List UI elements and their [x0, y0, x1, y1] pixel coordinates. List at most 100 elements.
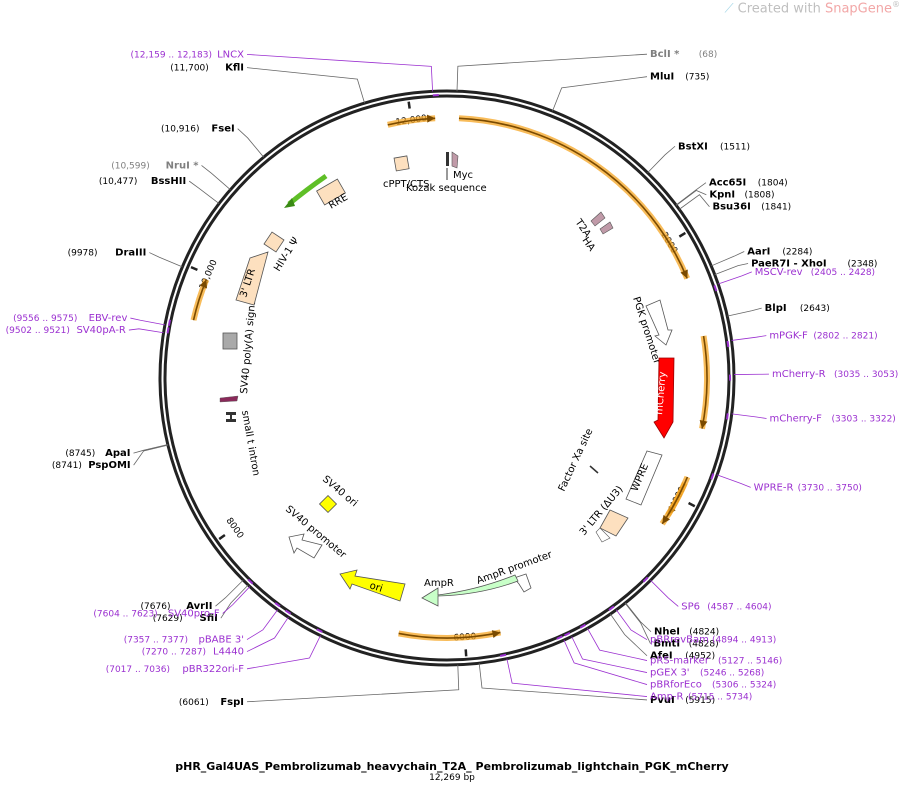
tick-4000: [687, 501, 696, 508]
orf-line-6: [398, 631, 501, 639]
primer-amp-r-name: Amp-R: [650, 692, 684, 703]
enzyme-fsei-position: (10,916): [161, 125, 200, 135]
enzyme-apai-position: (8745): [65, 449, 95, 459]
primer-sv40pro-f-leader: [222, 586, 251, 614]
primer-pbabe-3-arrow: [274, 602, 281, 608]
primer-sv40pro-f-arrow: [247, 578, 254, 585]
enzyme-pspomi-leader: [133, 444, 169, 466]
sv40-polya-label: SV40 poly(A) signal: [239, 296, 258, 394]
enzyme-kpni-position: (1808): [745, 191, 775, 201]
primer-mpgk-f-name: mPGK-F: [769, 331, 808, 342]
enzyme-aari-leader: [711, 251, 745, 267]
ori-arrow: [339, 569, 406, 602]
hiv1-psi-box: [263, 231, 285, 253]
enzyme-acc65i-name: Acc65I: [709, 178, 746, 189]
primer-sites: MSCV-rev (2405 .. 2428) mPGK-F (2802 .. 282…: [6, 49, 899, 702]
small-t-intron-label: small t intron: [239, 410, 261, 477]
ori-label: ori: [368, 580, 384, 594]
enzyme-bmti-position: (4828): [689, 640, 719, 650]
enzyme-bsu36i-leader: [679, 194, 710, 210]
enzyme-nhei-leader: [625, 602, 652, 633]
orf-arrowhead-2: [680, 269, 688, 279]
enzyme-paer7i-xhoi-position: (2348): [847, 259, 877, 269]
ltr-delta-u3-tail: [595, 527, 611, 543]
primer-mcherry-r-position: (3035 .. 3053): [834, 370, 898, 380]
t2a-tag: [590, 211, 606, 227]
primer-mpgk-f-arrow: [726, 340, 730, 348]
primer-mpgk-f-position: (2802 .. 2821): [813, 332, 877, 342]
cppt-cts-box: [393, 155, 410, 172]
enzyme-nrui-name: NruI *: [166, 160, 200, 171]
orf-line-2: [458, 117, 688, 279]
primer-pbrforeco-arrow: [556, 635, 563, 640]
enzyme-kpni-name: KpnI: [709, 190, 735, 201]
primer-sv40pa-r-leader: [128, 328, 164, 334]
primer-mscv-rev-name: MSCV-rev: [755, 267, 803, 278]
enzyme-bstxi-name: BstXI: [678, 141, 708, 152]
primer-sp6-position: (4587 .. 4604): [707, 602, 771, 612]
kozak-label: Kozak sequence: [406, 183, 487, 194]
primer-sp6-name: SP6: [681, 601, 700, 612]
enzyme-draiii-name: DraIII: [115, 248, 146, 259]
enzyme-avrii-name: AvrII: [186, 601, 212, 612]
primer-mcherry-f-arrow: [726, 413, 729, 420]
sv40-feature-sliver: [219, 395, 239, 403]
primer-pgex-3-position: (5246 .. 5268): [700, 669, 764, 679]
mcherry-label: mCherry: [654, 371, 669, 415]
primer-pbrrevbam-name: pBRrevBam: [650, 635, 709, 646]
enzyme-fspi-leader: [246, 664, 460, 703]
primer-pbr322ori-f-position: (7017 .. 7036): [106, 665, 170, 675]
enzyme-apai-leader: [133, 444, 168, 454]
watermark-registered-mark: ®: [892, 0, 900, 9]
primer-prs-marker-arrow: [579, 623, 586, 629]
ha-label: HA: [580, 235, 597, 253]
primer-l4440-position: (7270 .. 7287): [142, 648, 206, 658]
enzyme-bstxi-leader: [647, 145, 676, 174]
primer-pbrrevbam-position: (4894 .. 4913): [712, 636, 776, 646]
enzyme-avrii-leader: [215, 579, 244, 607]
primer-pbabe-3-leader: [246, 609, 278, 640]
enzyme-bstxi-position: (1511): [720, 142, 750, 152]
primer-l4440-leader: [246, 616, 289, 652]
primer-pbr322ori-f-leader: [246, 635, 321, 670]
enzyme-draiii-leader: [149, 252, 183, 268]
plasmid-size: 12,269 bp: [429, 773, 475, 783]
mcherry-arrow: [653, 357, 675, 439]
enzyme-nrui-position: (10,599): [111, 161, 150, 171]
enzyme-sfii-name: SfiI: [200, 613, 218, 624]
enzyme-fspi-name: FspI: [220, 697, 244, 708]
enzyme-kfli-leader: [246, 67, 365, 104]
primer-wpre-r-name: WPRE-R: [754, 482, 794, 493]
primer-mscv-rev-leader: [718, 271, 752, 285]
primer-lncx-position: (12,159 .. 12,183): [131, 50, 212, 60]
primer-l4440-name: L4440: [213, 647, 244, 658]
enzyme-fsei-name: FseI: [211, 124, 234, 135]
watermark-logo-icon: ⟋: [724, 1, 738, 17]
enzyme-afei-name: AfeI: [650, 651, 673, 662]
primer-amp-r-leader: [506, 658, 648, 697]
small-t-intron-mark: [226, 412, 236, 422]
factor-xa-label: Factor Xa site: [557, 427, 596, 493]
watermark-brand: SnapGene: [824, 1, 892, 17]
primer-pbabe-3-name: pBABE 3': [198, 635, 244, 646]
primer-mscv-rev-position: (2405 .. 2428): [811, 268, 875, 278]
enzyme-fsei-leader: [237, 128, 264, 158]
features: RRE cPPT/CTS Myc Kozak sequence T2A HA P…: [219, 151, 675, 607]
enzyme-sites: BclI *(68)MluI(735)BstXI(1511)Acc65I(180…: [52, 49, 878, 708]
primer-mcherry-r-name: mCherry-R: [772, 369, 826, 380]
enzyme-afei-position: (4952): [685, 652, 715, 662]
orf-arrowhead-1: [426, 114, 436, 123]
primer-ebv-rev-arrow: [167, 319, 171, 326]
sv40-ori-box: [318, 494, 338, 514]
sv40-polya-box: [222, 332, 238, 350]
enzyme-nhei-position: (4824): [689, 628, 719, 638]
orf-arrowhead-3: [699, 420, 708, 429]
primer-lncx-name: LNCX: [217, 49, 244, 60]
enzyme-nhei-name: NheI: [654, 627, 680, 638]
primer-amp-r-arrow: [499, 653, 507, 657]
enzyme-bcli-name: BclI *: [650, 49, 680, 60]
enzyme-bcli-leader: [456, 53, 648, 92]
primer-sv40pa-r-arrow: [166, 327, 170, 334]
primer-pbrforeco-position: (5306 .. 5324): [712, 681, 776, 691]
